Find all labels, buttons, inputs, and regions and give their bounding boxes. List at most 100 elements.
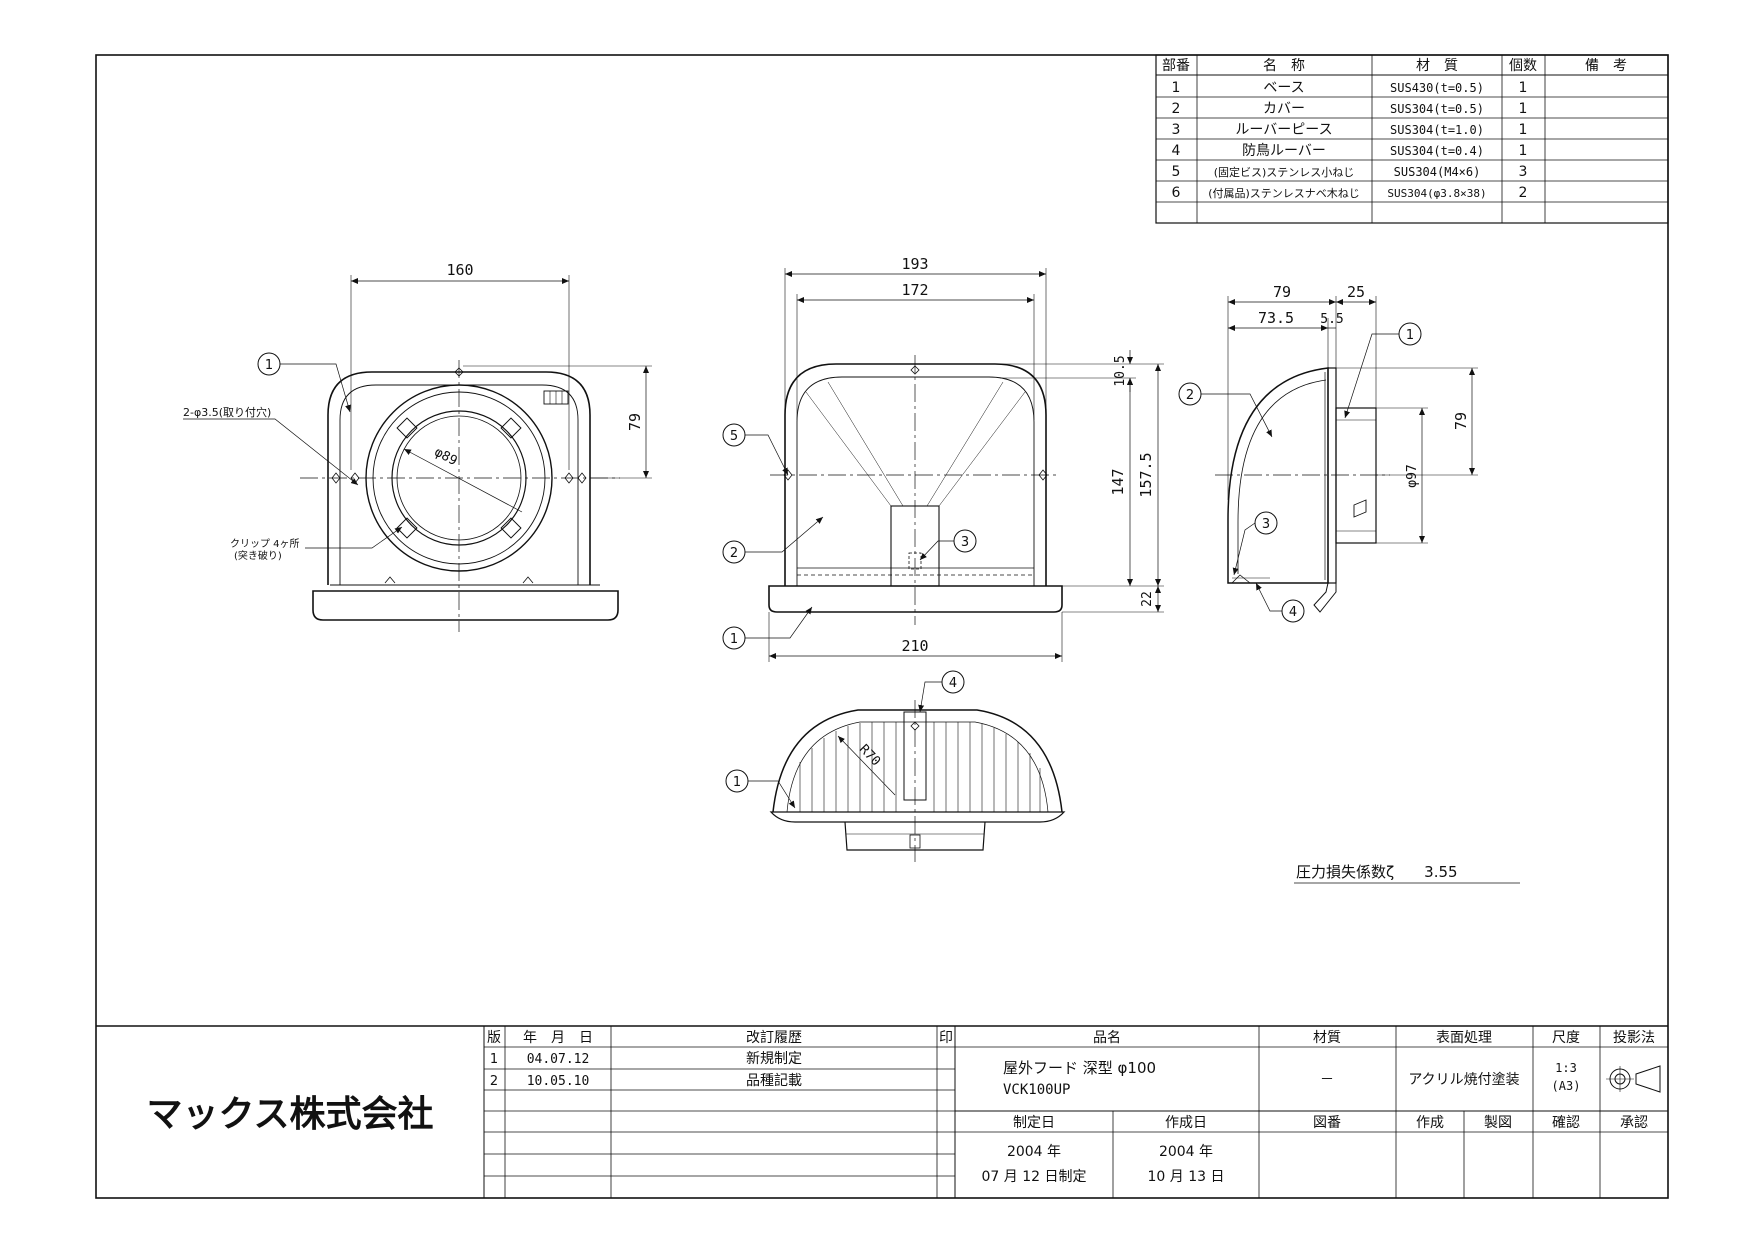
parts-row-3-no: 3 xyxy=(1172,122,1181,138)
balloon-right-2: 2 xyxy=(1186,388,1194,403)
parts-row-6-no: 6 xyxy=(1172,185,1181,201)
parts-row-5-name: (固定ビス)ステンレス小ねじ xyxy=(1214,165,1355,179)
parts-row-1-material: SUS430(t=0.5) xyxy=(1390,81,1484,95)
parts-row-2-no: 2 xyxy=(1172,101,1181,117)
parts-table: 部番 名 称 材 質 個数 備 考 1 ベース SUS430(t=0.5) 1 … xyxy=(1155,54,1669,224)
dim-right-dia: φ97 xyxy=(1405,464,1420,487)
tb-material-label: 材質 xyxy=(1313,1030,1341,1046)
tb-check-label: 確認 xyxy=(1552,1115,1580,1131)
title-block: 版 年 月 日 改訂履歴 印 1 04.07.12 新規制定 2 10.05.1… xyxy=(96,1025,1668,1198)
dim-front-height: 79 xyxy=(626,413,644,431)
parts-row-4-qty: 1 xyxy=(1519,143,1528,159)
rev-header-edition: 版 xyxy=(487,1030,501,1046)
dim-right-cover-depth: 73.5 xyxy=(1258,309,1294,327)
rev-header-seal: 印 xyxy=(939,1030,953,1046)
parts-row-5-material: SUS304(M4×6) xyxy=(1394,165,1481,179)
dim-side-height-outer: 157.5 xyxy=(1137,452,1155,497)
balloon-side-2: 2 xyxy=(730,546,738,561)
parts-row-2-qty: 1 xyxy=(1519,101,1528,117)
parts-row-1-qty: 1 xyxy=(1519,80,1528,96)
tb-established-year: 2004 年 xyxy=(1007,1144,1061,1160)
right-view: 79 25 73.5 5.5 79 φ97 1 2 3 4 xyxy=(1178,283,1478,623)
rev-row-1-edition: 1 xyxy=(490,1052,498,1067)
parts-header-remarks: 備 考 xyxy=(1585,58,1627,74)
tb-established-label: 制定日 xyxy=(1013,1115,1055,1131)
dim-side-top-offset: 10.5 xyxy=(1113,355,1128,386)
balloon-right-4: 4 xyxy=(1289,605,1297,620)
balloon-front-1: 1 xyxy=(265,358,273,373)
parts-header-no: 部番 xyxy=(1162,58,1190,74)
dim-right-spigot: 25 xyxy=(1347,283,1365,301)
sheet-border xyxy=(95,54,1669,1199)
dim-right-depth: 79 xyxy=(1273,283,1291,301)
parts-row-5-qty: 3 xyxy=(1519,164,1528,180)
tb-surface-label: 表面処理 xyxy=(1436,1030,1492,1046)
parts-row-5-no: 5 xyxy=(1172,164,1181,180)
dim-side-height-inner: 147 xyxy=(1109,468,1127,495)
parts-row-6-material: SUS304(φ3.8×38) xyxy=(1387,187,1486,200)
parts-row-1-name: ベース xyxy=(1263,80,1304,96)
side-view: 193 172 210 10.5 147 157.5 22 5 2 3 xyxy=(722,255,1164,662)
tb-created-year: 2004 年 xyxy=(1159,1144,1213,1160)
parts-row-6-qty: 2 xyxy=(1519,185,1528,201)
bottom-view: R70 4 1 xyxy=(725,670,1066,862)
note-mount-holes: 2-φ3.5(取り付穴) xyxy=(183,405,271,419)
rev-row-1-date: 04.07.12 xyxy=(527,1052,590,1067)
front-view: 160 79 φ89 2-φ3.5(取り付穴) クリップ 4ヶ所 (突き破り) … xyxy=(183,261,652,632)
rev-row-2-edition: 2 xyxy=(490,1074,498,1089)
parts-row-4-material: SUS304(t=0.4) xyxy=(1390,144,1484,158)
dim-right-height: 79 xyxy=(1452,412,1470,430)
dim-front-width: 160 xyxy=(446,261,473,279)
third-angle-projection-icon xyxy=(1606,1065,1661,1093)
parts-header-name: 名 称 xyxy=(1263,58,1305,74)
parts-row-6-name: (付属品)ステンレスナベ木ねじ xyxy=(1208,187,1360,200)
tb-drawing-no-label: 図番 xyxy=(1313,1115,1341,1131)
dim-base-width: 210 xyxy=(901,637,928,655)
rev-header-date: 年 月 日 xyxy=(523,1030,593,1046)
tb-established-date: 07 月 12 日制定 xyxy=(982,1169,1087,1185)
parts-row-4-no: 4 xyxy=(1172,143,1181,159)
dim-inner-dia: φ89 xyxy=(432,445,460,469)
tb-product-name: 屋外フード 深型 φ100 xyxy=(1003,1059,1156,1077)
balloon-bottom-1: 1 xyxy=(733,775,741,790)
tb-product-label: 品名 xyxy=(1093,1030,1121,1046)
parts-row-4-name: 防鳥ルーバー xyxy=(1242,143,1326,159)
dim-side-width-outer: 193 xyxy=(901,255,928,273)
tb-product-code: VCK100UP xyxy=(1003,1082,1070,1098)
tb-created-label: 作成日 xyxy=(1165,1115,1207,1131)
balloon-right-1: 1 xyxy=(1406,328,1414,343)
tb-scale-value: 1:3 xyxy=(1555,1061,1577,1075)
dim-side-width-inner: 172 xyxy=(901,281,928,299)
tb-scale-sheet: (A3) xyxy=(1552,1079,1581,1093)
balloon-right-3: 3 xyxy=(1262,517,1270,532)
parts-row-2-name: カバー xyxy=(1263,101,1305,117)
tb-projection-label: 投影法 xyxy=(1613,1030,1655,1046)
note-clip-2: (突き破り) xyxy=(234,549,282,562)
tb-material-value: － xyxy=(1320,1072,1334,1088)
tb-draft-label: 製図 xyxy=(1484,1115,1512,1131)
dim-base-height: 22 xyxy=(1140,591,1155,607)
parts-header-material: 材 質 xyxy=(1416,58,1458,74)
balloon-side-1: 1 xyxy=(730,632,738,647)
balloon-side-3: 3 xyxy=(961,535,969,550)
parts-row-2-material: SUS304(t=0.5) xyxy=(1390,102,1484,116)
tb-surface-value: アクリル焼付塗装 xyxy=(1408,1071,1519,1088)
pressure-loss-note: 圧力損失係数ζ 3.55 xyxy=(1296,863,1458,881)
parts-row-1-no: 1 xyxy=(1172,80,1181,96)
tb-approve-label: 承認 xyxy=(1620,1115,1648,1131)
rev-row-1-history: 新規制定 xyxy=(746,1051,802,1067)
tb-created-date: 10 月 13 日 xyxy=(1148,1169,1225,1185)
parts-header-qty: 個数 xyxy=(1509,58,1537,74)
tb-scale-label: 尺度 xyxy=(1552,1030,1580,1046)
balloon-bottom-4: 4 xyxy=(949,676,957,691)
note-clip-1: クリップ 4ヶ所 xyxy=(230,538,300,550)
rev-header-history: 改訂履歴 xyxy=(746,1030,802,1046)
tb-author-label: 作成 xyxy=(1416,1115,1444,1131)
dim-right-flange: 5.5 xyxy=(1320,312,1343,327)
parts-row-3-qty: 1 xyxy=(1519,122,1528,138)
rev-row-2-date: 10.05.10 xyxy=(527,1074,590,1089)
parts-row-3-material: SUS304(t=1.0) xyxy=(1390,123,1484,137)
company-logo: マックス株式会社 xyxy=(147,1094,434,1135)
parts-row-3-name: ルーバーピース xyxy=(1235,122,1332,138)
